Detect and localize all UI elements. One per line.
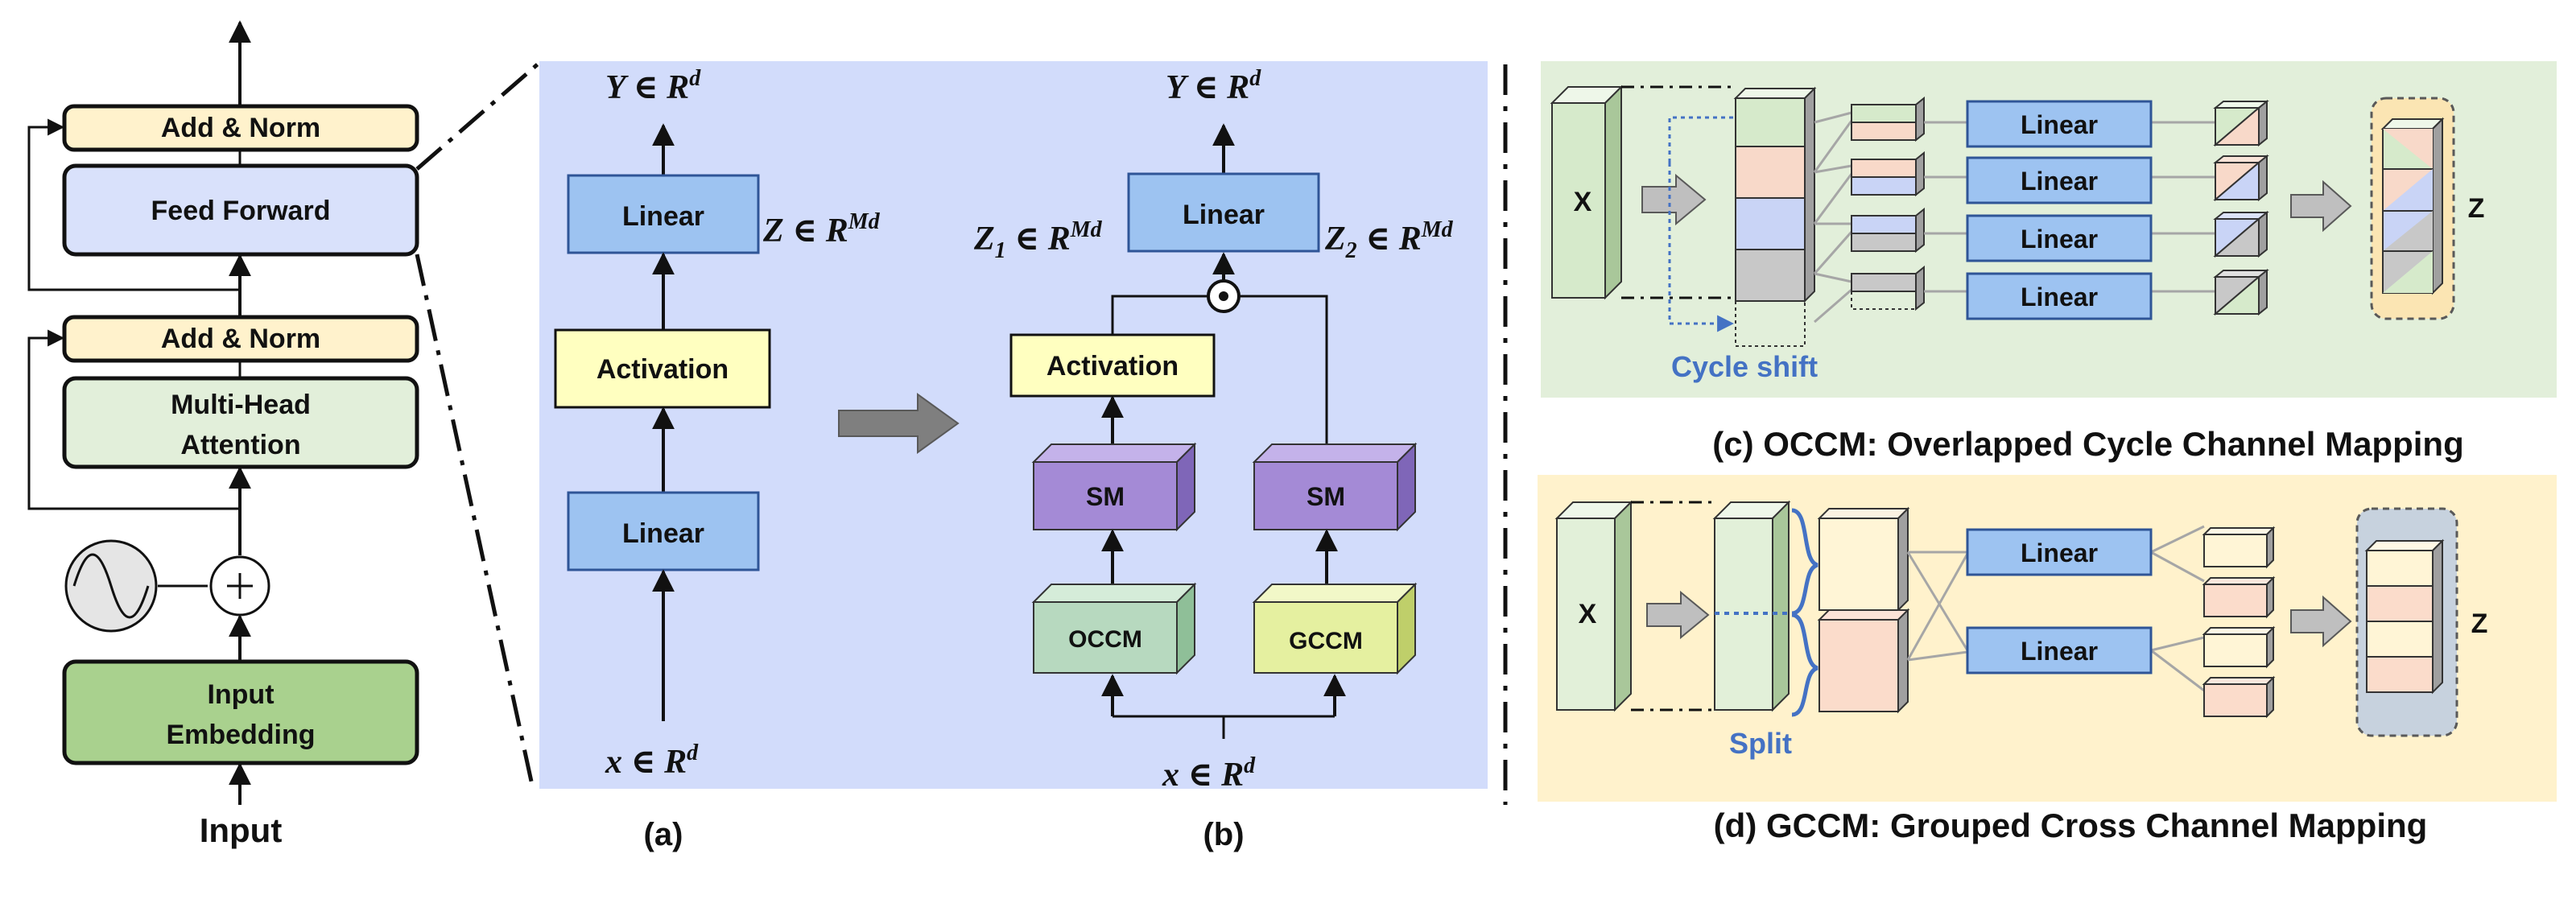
panel-a-hidden: Z ∈ RMd <box>762 209 881 250</box>
panel-a-linear-top <box>567 174 760 254</box>
panel-a-activation <box>554 328 771 409</box>
panel-b-activation <box>1009 333 1216 398</box>
zoom-line-bottom <box>415 254 535 790</box>
residual-top <box>27 118 240 291</box>
residual-bottom <box>27 329 240 510</box>
panel-b-sm-left-label: SM <box>1086 482 1125 511</box>
occm-output-cubes <box>2213 99 2269 316</box>
panel-a: Y ∈ Rd Linear Z ∈ RMd Activation Linear … <box>554 66 881 852</box>
add-norm-bottom-label: Add & Norm <box>161 324 320 354</box>
occm-linear-3 <box>1966 214 2153 262</box>
panel-b-gccm: GCCM <box>1252 582 1418 675</box>
occm-segment-green <box>1735 97 1806 147</box>
panel-a-input: x ∈ Rd <box>605 740 699 781</box>
occm-linear-3-label: Linear <box>2021 225 2098 254</box>
panel-b-sm-left: SM <box>1031 442 1197 532</box>
occm-segment-blue <box>1735 197 1806 250</box>
embedding-label-line1: Input <box>207 679 274 710</box>
gccm-group-bottom <box>1818 619 1899 712</box>
panel-b-linear-label: Linear <box>1183 200 1265 230</box>
panel-c: X Cycle shift <box>1550 85 2485 383</box>
panel-a-output: Y ∈ Rd <box>605 66 701 106</box>
occm-group-2 <box>1851 151 1925 197</box>
panel-b-occm: OCCM <box>1031 582 1197 675</box>
panel-a-caption: (a) <box>644 817 683 852</box>
occm-group-4 <box>1851 265 1925 311</box>
panel-b-output: Y ∈ Rd <box>1166 66 1261 106</box>
panel-a-linear-bottom <box>567 491 760 571</box>
gccm-x-tensor <box>1556 518 1616 711</box>
gccm-caption: (d) GCCM: Grouped Cross Channel Mapping <box>1714 806 2428 844</box>
occm-linear-2 <box>1966 156 2153 204</box>
ffn-panel-background <box>539 61 1488 789</box>
add-norm-top-label: Add & Norm <box>161 113 320 143</box>
transformer-block: Add & Norm Feed Forward Add & Norm Multi… <box>27 20 419 849</box>
panel-b-caption: (b) <box>1203 817 1244 852</box>
panel-b-sm-right: SM <box>1252 442 1418 532</box>
occm-segment-peach <box>1735 146 1806 199</box>
panel-a-activation-label: Activation <box>597 354 729 385</box>
gccm-linear-1-label: Linear <box>2021 538 2098 567</box>
occm-segment-gray <box>1735 249 1806 302</box>
occm-linear-4-label: Linear <box>2021 283 2098 311</box>
occm-linear-1 <box>1966 100 2153 148</box>
attention-label-line2: Attention <box>180 430 300 460</box>
gccm-linear-2-label: Linear <box>2021 637 2098 666</box>
panel-b-z2: Z2 ∈ RMd <box>1324 217 1454 263</box>
split-brace-bottom <box>1791 613 1819 717</box>
occm-x-label: X <box>1574 187 1592 217</box>
occm-linear-4 <box>1966 272 2153 320</box>
panel-b-sm-right-label: SM <box>1307 482 1345 511</box>
cycle-shift-label: Cycle shift <box>1671 350 1818 383</box>
panel-a-linear-top-label: Linear <box>622 201 704 232</box>
input-label: Input <box>200 811 283 849</box>
zoom-line-top <box>415 61 541 171</box>
gccm-group-top <box>1818 518 1899 611</box>
panel-b-input: x ∈ Rd <box>1162 753 1256 794</box>
occm-group-3 <box>1851 207 1925 254</box>
panel-b-linear <box>1127 172 1320 253</box>
occm-x-tensor <box>1551 102 1606 299</box>
gccm-x-label: X <box>1579 599 1597 629</box>
gccm-linear-2 <box>1966 626 2153 674</box>
panel-a-linear-bottom-label: Linear <box>622 518 704 549</box>
embedding-label-line2: Embedding <box>166 720 315 750</box>
panel-b: Y ∈ Rd Linear Z1 ∈ RMd Z2 ∈ RMd Activati… <box>973 66 1454 852</box>
panel-b-gccm-label: GCCM <box>1289 628 1363 654</box>
gccm-output-boxes <box>2202 526 2276 719</box>
occm-caption: (c) OCCM: Overlapped Cycle Channel Mappi… <box>1712 425 2463 463</box>
split-brace-top <box>1791 508 1819 616</box>
panel-b-z1: Z1 ∈ RMd <box>973 217 1103 263</box>
gccm-linear-1 <box>1966 528 2153 576</box>
feed-forward-label: Feed Forward <box>151 196 331 226</box>
occm-z-label: Z <box>2468 193 2485 224</box>
panel-b-activation-label: Activation <box>1046 351 1179 382</box>
occm-group-1 <box>1851 96 1925 142</box>
occm-linear-2-label: Linear <box>2021 167 2098 196</box>
transform-arrow <box>838 393 960 454</box>
panel-d: X Split Linear Li <box>1554 500 2488 760</box>
split-label: Split <box>1729 727 1792 760</box>
gccm-z-label: Z <box>2471 608 2488 639</box>
panel-b-occm-label: OCCM <box>1068 626 1142 653</box>
occm-linear-1-label: Linear <box>2021 110 2098 139</box>
attention-label-line1: Multi-Head <box>171 390 311 420</box>
